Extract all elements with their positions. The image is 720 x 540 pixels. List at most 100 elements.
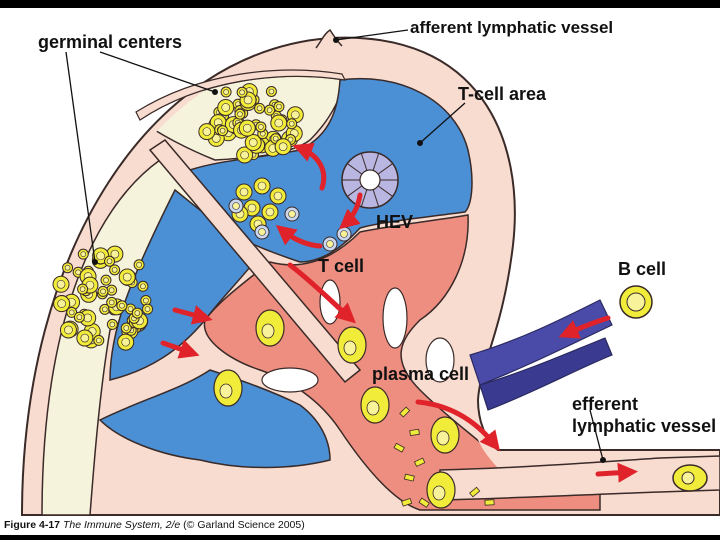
germinal-center-cell-nucleus bbox=[223, 89, 229, 95]
antibody bbox=[393, 442, 405, 453]
germinal-center-cell-nucleus bbox=[108, 299, 115, 306]
label-b-cell: B cell bbox=[618, 259, 666, 279]
t-cell-nucleus bbox=[265, 207, 275, 217]
b-cell bbox=[619, 285, 653, 319]
germinal-center-cell-nucleus bbox=[242, 123, 252, 133]
t-cell-nucleus bbox=[326, 240, 334, 248]
b-cell bbox=[672, 464, 708, 492]
caption-credit: (© Garland Science 2005) bbox=[183, 519, 305, 531]
germinal-center-cell-nucleus bbox=[256, 105, 263, 112]
germinal-center-cell-nucleus bbox=[239, 89, 245, 96]
germinal-center-cell-nucleus bbox=[268, 88, 275, 95]
germinal-center-cell-nucleus bbox=[79, 286, 86, 292]
plasma-cell-nucleus bbox=[436, 430, 450, 446]
label-leaders bbox=[65, 29, 604, 461]
germinal-center-cell-nucleus bbox=[110, 249, 120, 259]
arrow bbox=[287, 262, 356, 324]
germinal-center-cell-nucleus bbox=[211, 134, 221, 143]
migration-arrows bbox=[160, 143, 638, 483]
germinal-center-cell-nucleus bbox=[75, 269, 81, 276]
germinal-center-cell-nucleus bbox=[109, 321, 116, 328]
germinal-center-cell-nucleus bbox=[202, 127, 212, 136]
germinal-center-cell-nucleus bbox=[108, 287, 115, 293]
leader-dot bbox=[600, 457, 606, 463]
hev-cell-border bbox=[377, 163, 393, 175]
germinal-center-cell-nucleus bbox=[272, 135, 279, 142]
leader-dot bbox=[92, 259, 98, 265]
germinal-center-cell-nucleus bbox=[96, 337, 102, 344]
label-plasma-cell: plasma cell bbox=[372, 364, 469, 384]
antibody bbox=[484, 499, 495, 506]
germinal-center-cell-nucleus bbox=[68, 309, 75, 316]
leader-line bbox=[65, 51, 96, 263]
label-germinal-centers: germinal centers bbox=[38, 32, 182, 52]
t-cell-cluster bbox=[228, 177, 352, 252]
germinal-center-cell-nucleus bbox=[144, 306, 151, 312]
leader-dot bbox=[417, 140, 423, 146]
caption-book-title: The Immune System, 2/e bbox=[62, 519, 181, 531]
germinal-center-cell-nucleus bbox=[111, 267, 118, 273]
germinal-center-cell-nucleus bbox=[276, 103, 282, 110]
caption-bar bbox=[0, 515, 720, 535]
efferent-vessel-blue-2 bbox=[479, 337, 613, 411]
hev-cell-border bbox=[360, 153, 368, 171]
arrow bbox=[415, 399, 500, 452]
plasma-cell-nucleus bbox=[219, 383, 233, 399]
medullary-space bbox=[261, 367, 319, 393]
germinal-center-cell-nucleus bbox=[57, 299, 66, 308]
efferent-lymphatic-vessel bbox=[439, 455, 720, 501]
germinal-center-cell-nucleus bbox=[96, 251, 105, 261]
label-efferent: efferent bbox=[572, 394, 638, 414]
t-cell-nucleus bbox=[340, 230, 348, 238]
germinal-center-cell-nucleus bbox=[80, 251, 87, 257]
t-cell-nucleus bbox=[247, 203, 257, 213]
trabecula bbox=[148, 139, 362, 384]
hev-cell-border bbox=[372, 153, 380, 171]
plasma-cell-nucleus bbox=[366, 400, 380, 416]
germinal-center-cell-nucleus bbox=[103, 277, 109, 283]
germinal-center-cell-nucleus bbox=[219, 127, 226, 134]
t-cell-nucleus bbox=[258, 228, 266, 236]
germinal-center-cell-nucleus bbox=[83, 313, 92, 323]
leader-line bbox=[589, 409, 604, 461]
plasma-cell-nucleus bbox=[343, 340, 357, 356]
label-t-cell-area: T-cell area bbox=[458, 84, 547, 104]
germinal-center-cell-nucleus bbox=[288, 120, 295, 127]
arrow bbox=[172, 305, 213, 325]
germinal-center-top bbox=[198, 83, 304, 164]
label-t-cell: T cell bbox=[318, 256, 364, 276]
trabecula-upper bbox=[135, 69, 347, 121]
leader-dot bbox=[212, 89, 218, 95]
t-cell-nucleus bbox=[273, 191, 283, 201]
antibody bbox=[414, 457, 426, 467]
germinal-center-cell-nucleus bbox=[122, 272, 132, 282]
germinal-center-cell-nucleus bbox=[248, 138, 258, 147]
germinal-center-cell-nucleus bbox=[243, 95, 253, 105]
arrow bbox=[558, 315, 611, 339]
germinal-center-cell-nucleus bbox=[221, 103, 231, 112]
antibody bbox=[418, 497, 430, 508]
germinal-center-cell-nucleus bbox=[136, 261, 142, 268]
germinal-center-cell-nucleus bbox=[121, 337, 130, 347]
germinal-center-cell-nucleus bbox=[266, 107, 273, 113]
germinal-center-cell-nucleus bbox=[140, 283, 146, 290]
antibody bbox=[409, 428, 420, 436]
arrow bbox=[160, 339, 200, 359]
leader-line bbox=[335, 29, 409, 41]
germinal-center-cell-nucleus bbox=[100, 288, 106, 295]
antibody bbox=[469, 486, 481, 498]
plasma-cell-nucleus bbox=[261, 323, 275, 339]
germinal-center-cell-nucleus bbox=[287, 136, 294, 143]
label-afferent-lymphatic-vessel: afferent lymphatic vessel bbox=[410, 18, 613, 37]
medullary-sinus bbox=[98, 369, 331, 469]
medullary-space bbox=[382, 287, 408, 349]
leader-line bbox=[419, 102, 466, 144]
germinal-center-cell-nucleus bbox=[134, 310, 141, 316]
arrow bbox=[292, 143, 327, 191]
plasma-cells bbox=[213, 309, 460, 509]
germinal-center-cell-nucleus bbox=[127, 306, 134, 312]
germinal-center-cell-nucleus bbox=[237, 111, 243, 117]
leader-dot bbox=[333, 37, 339, 43]
germinal-center-cell-nucleus bbox=[64, 264, 71, 271]
arrow bbox=[338, 192, 363, 230]
